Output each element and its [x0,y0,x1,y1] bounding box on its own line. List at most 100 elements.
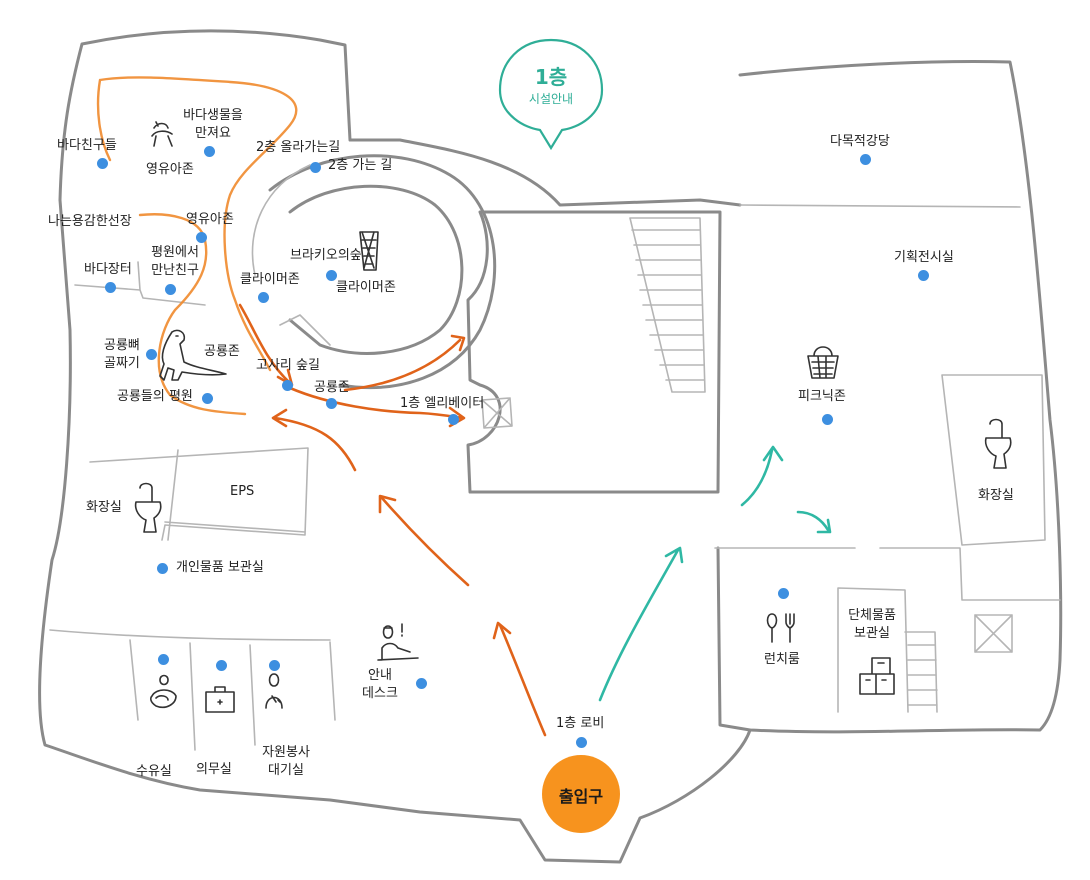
bottom-rooms-wall [49,629,336,751]
label-elevator[interactable]: 1층 엘리베이터 [400,396,485,411]
label-dino-zone-left[interactable]: 공룡존 [204,344,240,359]
label-group-storage-1[interactable]: 단체물품 [848,608,896,623]
label-lobby[interactable]: 1층 로비 [556,716,605,731]
marker-exhibition[interactable] [918,270,929,281]
label-sea-market[interactable]: 바다장터 [84,262,132,277]
label-group-storage-2[interactable]: 보관실 [854,626,890,641]
route-teal-2 [740,445,784,507]
label-medical[interactable]: 의무실 [196,762,232,777]
label-touch-sea-1[interactable]: 바다생물을 [183,108,243,123]
label-brave-captain[interactable]: 나는용감한선장 [48,214,132,229]
nursing-mother-icon [150,674,177,709]
label-fern-forest[interactable]: 고사리 숲길 [256,358,320,373]
marker-lobby[interactable] [576,737,587,748]
entrance-label[interactable]: 출입구 [558,787,604,806]
elevator-box [481,397,513,429]
route-teal-1 [598,546,684,702]
label-climb-zone-right[interactable]: 클라이머존 [336,280,396,295]
label-to-2f-road[interactable]: 2층 가는 길 [328,158,393,173]
storage-wall [837,587,909,713]
label-to-2f-up[interactable]: 2층 올라가는길 [256,140,341,155]
marker-dino-plain[interactable] [202,393,213,404]
marker-brachio-forest[interactable] [326,270,337,281]
floor-subtitle: 시설안내 [528,92,574,106]
rotunda-outer [268,154,497,389]
route-left-mid [138,213,247,416]
rotunda-ramp [251,164,331,346]
marker-picnic[interactable] [822,414,833,425]
label-bada-friends[interactable]: 바다친구들 [57,138,117,153]
left-building-outline [38,29,752,864]
label-dino-bones-2[interactable]: 골짜기 [104,356,140,371]
label-lunchroom[interactable]: 런치룸 [764,652,800,667]
marker-dino-bones[interactable] [146,349,157,360]
label-volunteer-1[interactable]: 자원봉사 [262,745,310,760]
route-left-upper [96,76,298,372]
marker-nursing[interactable] [158,654,169,665]
floor-pin-shape [498,38,604,151]
elevator-box-right [974,614,1013,653]
label-info-desk-2[interactable]: 데스크 [362,686,398,701]
marker-elevator[interactable] [448,414,459,425]
marker-bada-friends[interactable] [97,158,108,169]
route-arrow-4 [271,408,357,472]
label-exhibition[interactable]: 기획전시실 [894,250,954,265]
info-desk-staff-icon [377,623,419,661]
baby-crawl-icon [151,121,173,147]
marker-meet-plain[interactable] [165,284,176,295]
label-info-desk-1[interactable]: 안내 [368,668,392,683]
label-infant-zone-top[interactable]: 영유아존 [146,162,194,177]
label-climb-zone-left[interactable]: 클라이머존 [240,272,300,287]
lunchroom-wall [714,547,1061,601]
label-dino-plain[interactable]: 공룡들의 평원 [117,389,193,404]
stairs [631,229,705,381]
entrance-circle[interactable] [542,755,620,833]
route-arrow-3 [343,334,466,392]
cutlery-icon [766,613,795,643]
toilet-left-icon [134,482,162,533]
marker-climb-zone-left[interactable] [258,292,269,303]
volunteer-person-icon [265,673,283,709]
label-infant-zone-mid[interactable]: 영유아존 [186,212,234,227]
label-meet-plain-2[interactable]: 만난친구 [151,263,199,278]
marker-auditorium[interactable] [860,154,871,165]
marker-infant-zone-mid[interactable] [196,232,207,243]
label-nursing[interactable]: 수유실 [136,764,172,779]
label-eps: EPS [230,484,255,499]
floor-title: 1층 [534,65,568,89]
label-dino-zone-center[interactable]: 공룡존 [314,380,350,395]
dinosaur-icon [159,329,227,381]
right-building-outline [716,60,1063,734]
central-hall-outline [466,210,722,494]
label-locker[interactable]: 개인물품 보관실 [176,560,264,575]
label-dino-bones-1[interactable]: 공룡뼈 [104,338,140,353]
auditorium-wall [739,204,1021,208]
label-auditorium[interactable]: 다목적강당 [830,134,890,149]
stairs-outline [629,217,706,393]
route-teal-3 [796,510,832,534]
picnic-basket-icon [807,346,839,379]
route-arrow-5 [378,494,470,587]
marker-locker[interactable] [157,563,168,574]
label-meet-plain-1[interactable]: 평원에서 [151,245,199,260]
eps-wall [89,447,309,541]
marker-fern-forest[interactable] [282,380,293,391]
brachio-tree-icon [359,231,379,271]
label-volunteer-2[interactable]: 대기실 [268,763,304,778]
marker-touch-sea[interactable] [204,146,215,157]
label-restroom-right[interactable]: 화장실 [978,488,1014,503]
marker-volunteer[interactable] [269,660,280,671]
marker-to-2f[interactable] [310,162,321,173]
label-touch-sea-2[interactable]: 만져요 [195,126,231,141]
marker-dino-zone-center[interactable] [326,398,337,409]
label-picnic[interactable]: 피크닉존 [798,389,846,404]
label-restroom-left[interactable]: 화장실 [86,500,122,515]
marker-medical[interactable] [216,660,227,671]
small-stairs [904,631,938,713]
marker-info-desk[interactable] [416,678,427,689]
marker-sea-market[interactable] [105,282,116,293]
toilet-right-icon [984,418,1012,469]
label-brachio-forest[interactable]: 브라키오의숲 [290,248,362,263]
marker-lunchroom[interactable] [778,588,789,599]
